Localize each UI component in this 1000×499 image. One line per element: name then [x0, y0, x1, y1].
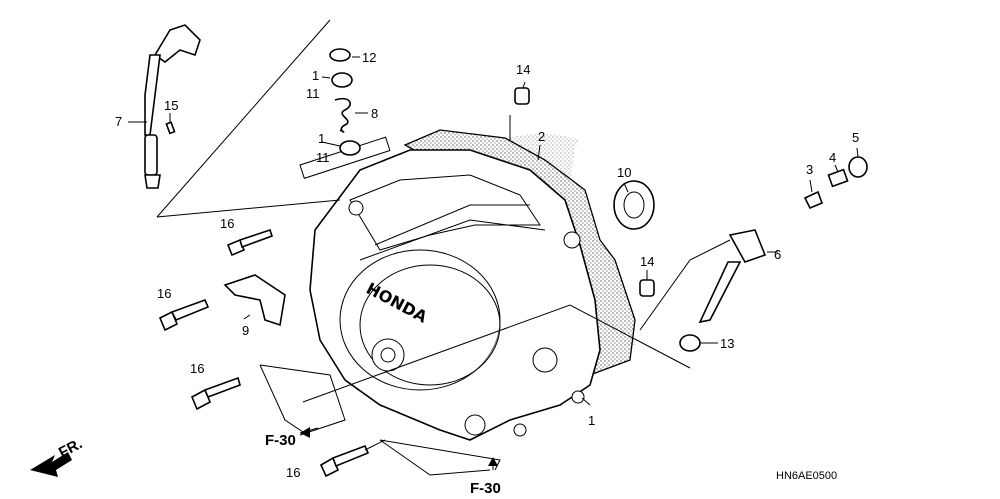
bolt-16-b	[158, 298, 210, 332]
bolt-16-a	[226, 228, 274, 257]
bolt-16-c	[190, 376, 241, 411]
dowel-pin-14-lower	[639, 279, 655, 297]
callout-16-d: 16	[286, 465, 300, 480]
callout-16-c: 16	[190, 361, 204, 376]
diagram-code: HN6AE0500	[776, 470, 837, 482]
callout-6: 6	[774, 247, 781, 262]
shift-rod-assembly	[144, 19, 341, 218]
callout-9: 9	[242, 323, 249, 338]
callout-16-a: 16	[220, 216, 234, 231]
callout-12: 12	[362, 50, 376, 65]
callout-14-top: 14	[516, 62, 530, 77]
cap-5	[848, 156, 868, 178]
callout-4: 4	[829, 150, 836, 165]
small-parts-stack	[329, 48, 361, 156]
oil-dipstick	[698, 229, 767, 324]
callout-11-b: 11	[316, 150, 330, 165]
spring-4	[827, 168, 849, 188]
ref-f30-left: F-30	[265, 432, 296, 449]
callout-8: 8	[371, 106, 378, 121]
callout-5: 5	[852, 130, 859, 145]
callout-1-b: 1	[318, 131, 325, 146]
dowel-pin-14-top	[514, 87, 530, 105]
callout-7: 7	[115, 114, 122, 129]
o-ring-13	[679, 334, 701, 352]
callout-16-b: 16	[157, 286, 171, 301]
callout-1-c: 1	[588, 413, 595, 428]
callout-2: 2	[538, 129, 545, 144]
bolt-16-d	[319, 444, 370, 478]
callout-14-lower: 14	[640, 254, 654, 269]
crankcase-cover: HONDA	[299, 136, 601, 441]
callout-3: 3	[806, 162, 813, 177]
callout-10: 10	[617, 165, 631, 180]
front-direction-arrow	[30, 452, 72, 477]
bracket	[223, 274, 286, 327]
callout-13: 13	[720, 336, 734, 351]
ref-f30-bottom: F-30	[470, 480, 501, 497]
callout-15: 15	[164, 98, 178, 113]
callout-11-a: 11	[306, 86, 320, 101]
callout-1-a: 1	[312, 68, 319, 83]
bearing	[613, 180, 655, 230]
leader-lines	[128, 56, 859, 476]
plug-3	[803, 190, 824, 210]
